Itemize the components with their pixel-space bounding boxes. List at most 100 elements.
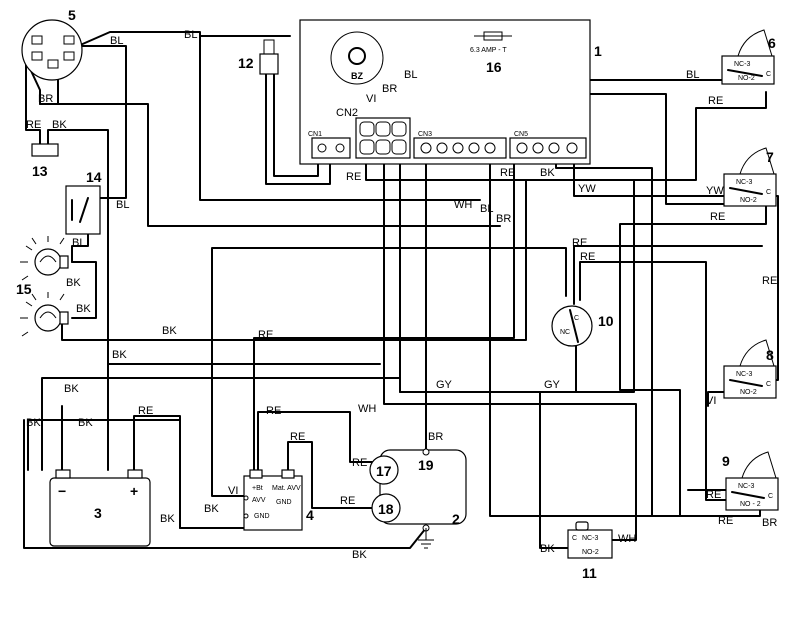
- switch-10-contact: [569, 309, 579, 343]
- switch-7-no: NO-2: [740, 197, 757, 204]
- label-11: 11: [582, 565, 597, 581]
- cn1-pin: [335, 143, 345, 153]
- cn2-pin: [359, 121, 375, 137]
- cn1-housing: [311, 137, 351, 159]
- cn3-pin: [484, 142, 496, 154]
- module-bt: +Bt: [252, 485, 263, 492]
- wire-label: BK: [540, 167, 555, 179]
- switch-6-no: NO-2: [738, 75, 755, 82]
- fuse-rating: 6.3 AMP - T: [470, 47, 507, 54]
- wire-re-10b: [579, 261, 727, 501]
- switch-7-body: [723, 173, 777, 207]
- wire-label: RE: [138, 405, 153, 417]
- label-17: 17: [376, 463, 392, 479]
- cn3-pin: [436, 142, 448, 154]
- label-7: 7: [766, 149, 774, 165]
- buzzer-outer: [330, 31, 384, 85]
- wire-label: BR: [382, 83, 397, 95]
- module-terminal: [249, 469, 263, 479]
- wire-label: BL: [404, 69, 417, 81]
- battery-neg: −: [58, 483, 66, 499]
- wire-re-cn2-7: [365, 91, 767, 181]
- wire-re-10: [573, 245, 763, 305]
- wire-bk-15: [71, 261, 97, 319]
- switch-7-contact: [729, 187, 763, 195]
- wire-bk-batt2: [27, 419, 181, 471]
- cn3-pin: [452, 142, 464, 154]
- switch-11-body: [567, 529, 613, 559]
- wire-wh-11: [383, 155, 637, 541]
- module-terminal: [281, 469, 295, 479]
- label-4: 4: [306, 507, 314, 523]
- switch-9-contact: [731, 491, 765, 499]
- wire-label: RE: [572, 237, 587, 249]
- module-pin: [243, 495, 249, 501]
- cn3-label: CN3: [418, 131, 432, 138]
- wire-label: BK: [160, 513, 175, 525]
- ground-icon: [418, 528, 434, 549]
- wire-label: RE: [346, 171, 361, 183]
- brake-switch: NC-3 NO-2 C 7: [723, 147, 777, 207]
- wire-label: BK: [352, 549, 367, 561]
- label-14: 14: [86, 169, 102, 185]
- switch-6-c: C: [766, 71, 771, 78]
- switch-11-nc: NC-3: [582, 535, 598, 542]
- connector-13: 13: [31, 143, 59, 179]
- key-switch-terminal: [31, 35, 43, 45]
- switch-6-contact: [727, 69, 763, 77]
- switch-8-no: NO-2: [740, 389, 757, 396]
- label-10: 10: [598, 313, 614, 329]
- switch-11-no: NO-2: [582, 549, 599, 556]
- switch-8-c: C: [766, 381, 771, 388]
- wire-label: BK: [66, 277, 81, 289]
- wire-label: YW: [578, 183, 596, 195]
- module-mat-avv: Mat. AVV: [272, 485, 301, 492]
- wire-label: BL: [110, 35, 123, 47]
- label-13: 13: [32, 163, 48, 179]
- fuse-symbol: [474, 31, 512, 41]
- switch-9-c: C: [768, 493, 773, 500]
- wire-label: RE: [352, 457, 367, 469]
- key-switch-body: [21, 19, 83, 81]
- switch-7-nc: NC-3: [736, 179, 752, 186]
- wire-label: BL: [72, 237, 85, 249]
- wire-label: BK: [112, 349, 127, 361]
- switch-10-body: [551, 305, 593, 347]
- wire-re-7: [619, 203, 767, 517]
- label-9: 9: [722, 453, 730, 469]
- cn3-pin: [420, 142, 432, 154]
- wires: [23, 31, 779, 549]
- switch-11-plunger: [575, 521, 589, 531]
- terminal-17: [369, 455, 399, 485]
- reverse-switch: NC-3 NO - 2 C 9: [722, 451, 779, 511]
- cn2-pin: [391, 121, 407, 137]
- lamp-icon: [20, 236, 69, 281]
- wire-vi-8: [707, 391, 725, 407]
- wire-label: RE: [762, 275, 777, 287]
- wire-label: YW: [706, 185, 724, 197]
- wire-label: BL: [686, 69, 699, 81]
- wire-yw: [573, 155, 725, 197]
- key-switch-terminal: [31, 51, 43, 61]
- wire-label: GY: [436, 379, 453, 391]
- label-19: 19: [418, 457, 434, 473]
- generator-body: [379, 449, 467, 525]
- wire-label: BR: [762, 517, 777, 529]
- label-8: 8: [766, 347, 774, 363]
- buzzer-inner: [348, 47, 366, 65]
- label-1: 1: [594, 43, 602, 59]
- wire-label: BK: [64, 383, 79, 395]
- wire-bk-15-main: [61, 179, 527, 341]
- wire-bl-5-6: [77, 31, 291, 47]
- seat-switch: NC-3 NO-2 C 6: [721, 29, 776, 85]
- switch-8-contact: [729, 379, 763, 387]
- module-gnd: GND: [254, 513, 270, 520]
- wire-br-5b: [39, 103, 501, 227]
- cn5-pin: [548, 142, 560, 154]
- lamp-icon: [20, 292, 69, 337]
- cn3-pins: [420, 142, 496, 154]
- cn5-pin: [532, 142, 544, 154]
- wire-label: RE: [26, 119, 41, 131]
- wire-label: BK: [204, 503, 219, 515]
